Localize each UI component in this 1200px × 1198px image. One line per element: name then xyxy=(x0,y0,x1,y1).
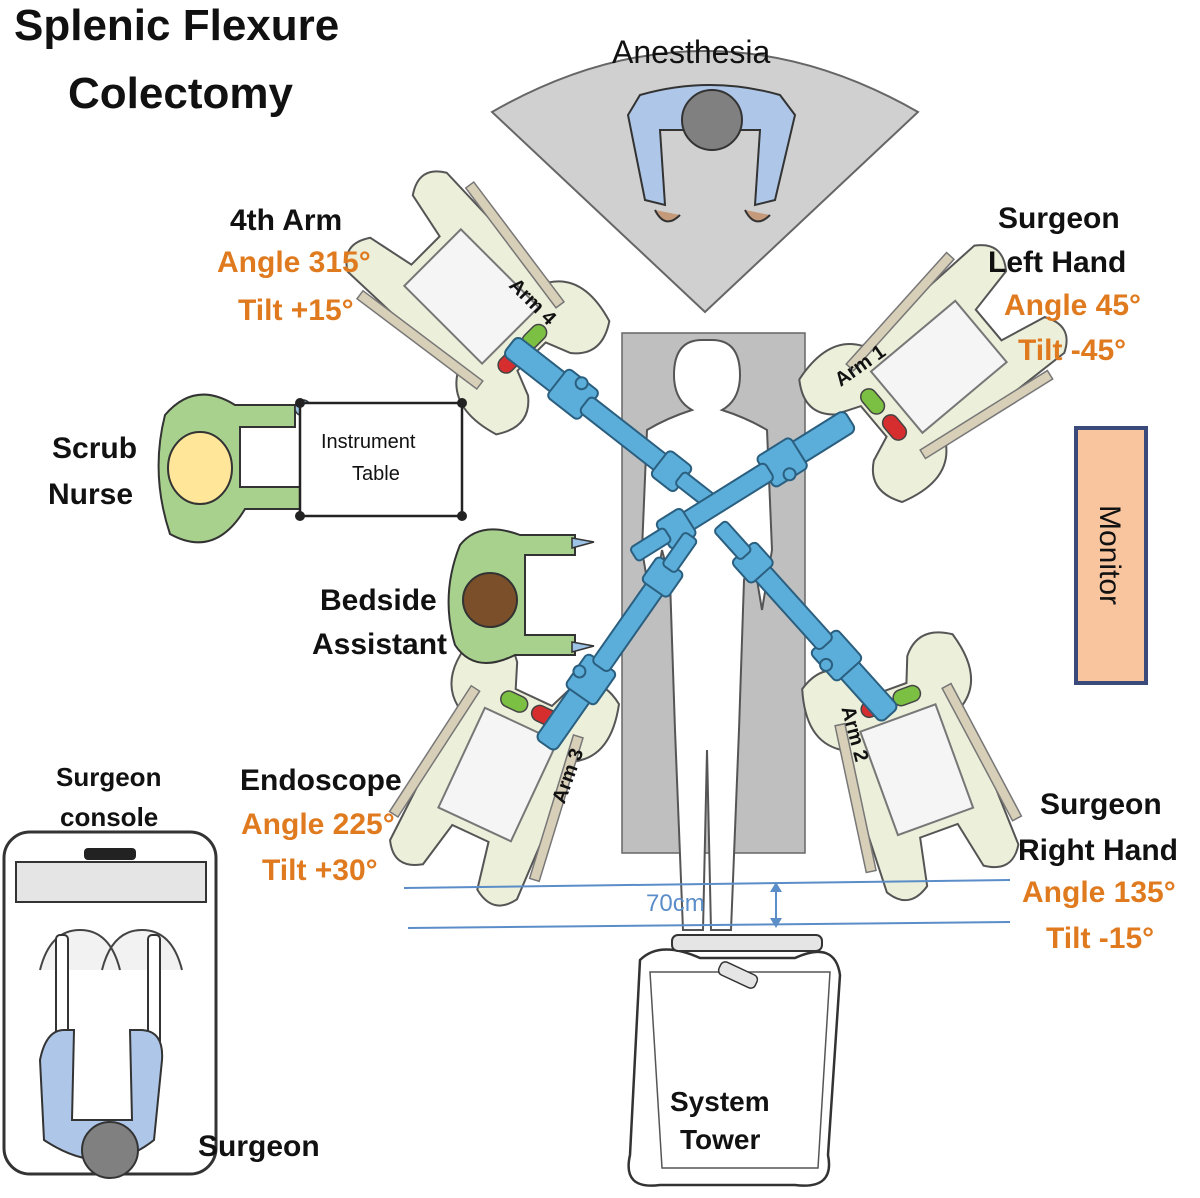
system-tower-shape xyxy=(627,934,842,1187)
arm2-angle: Angle 135° xyxy=(1022,876,1176,909)
anesthesia-zone xyxy=(490,50,920,314)
anesthesiologist-figure xyxy=(626,84,797,223)
arm4-tilt: Tilt +15° xyxy=(238,294,354,327)
arm1-tilt: Tilt -45° xyxy=(1018,334,1127,367)
distance-line-bottom xyxy=(407,921,1011,929)
scrub-nurse-line2: Nurse xyxy=(48,478,134,511)
surgeon-console-line1: Surgeon xyxy=(56,762,162,792)
scrub-nurse-line1: Scrub xyxy=(52,432,138,465)
bedside-assistant-figure xyxy=(447,528,595,664)
arm4-angle: Angle 315° xyxy=(217,246,371,279)
instrument-table xyxy=(298,401,464,518)
arm2-title-line1: Surgeon xyxy=(1040,788,1162,821)
instrument-table-line2: Table xyxy=(352,463,400,485)
surgeon-console-line2: console xyxy=(60,802,159,832)
bedside-assistant-line1: Bedside xyxy=(320,584,437,617)
monitor-box xyxy=(1074,426,1148,685)
arm3-tilt: Tilt +30° xyxy=(262,854,378,887)
monitor-label: Monitor xyxy=(1093,504,1127,606)
title-line1: Splenic Flexure xyxy=(14,1,340,50)
arm1-title-line2: Left Hand xyxy=(988,246,1127,279)
surgeon-figure xyxy=(38,1029,164,1179)
system-tower-line2: Tower xyxy=(680,1124,761,1155)
title-line2: Colectomy xyxy=(68,69,293,118)
bedside-assistant-line2: Assistant xyxy=(312,628,448,661)
distance-line-top xyxy=(403,879,1011,889)
surgeon-label: Surgeon xyxy=(198,1130,320,1163)
arm3-angle: Angle 225° xyxy=(241,808,395,841)
instrument-table-line1: Instrument xyxy=(321,431,416,453)
system-tower-line1: System xyxy=(670,1086,770,1117)
arm1-title-line1: Surgeon xyxy=(998,202,1120,235)
arm4-title: 4th Arm xyxy=(230,204,343,237)
arm3-title: Endoscope xyxy=(240,764,402,797)
anesthesia-label: Anesthesia xyxy=(612,34,771,70)
arm2-tilt: Tilt -15° xyxy=(1046,922,1155,955)
arm2-title-line2: Right Hand xyxy=(1018,834,1178,867)
arm1-angle: Angle 45° xyxy=(1004,289,1142,322)
distance-label: 70cm xyxy=(646,890,705,917)
